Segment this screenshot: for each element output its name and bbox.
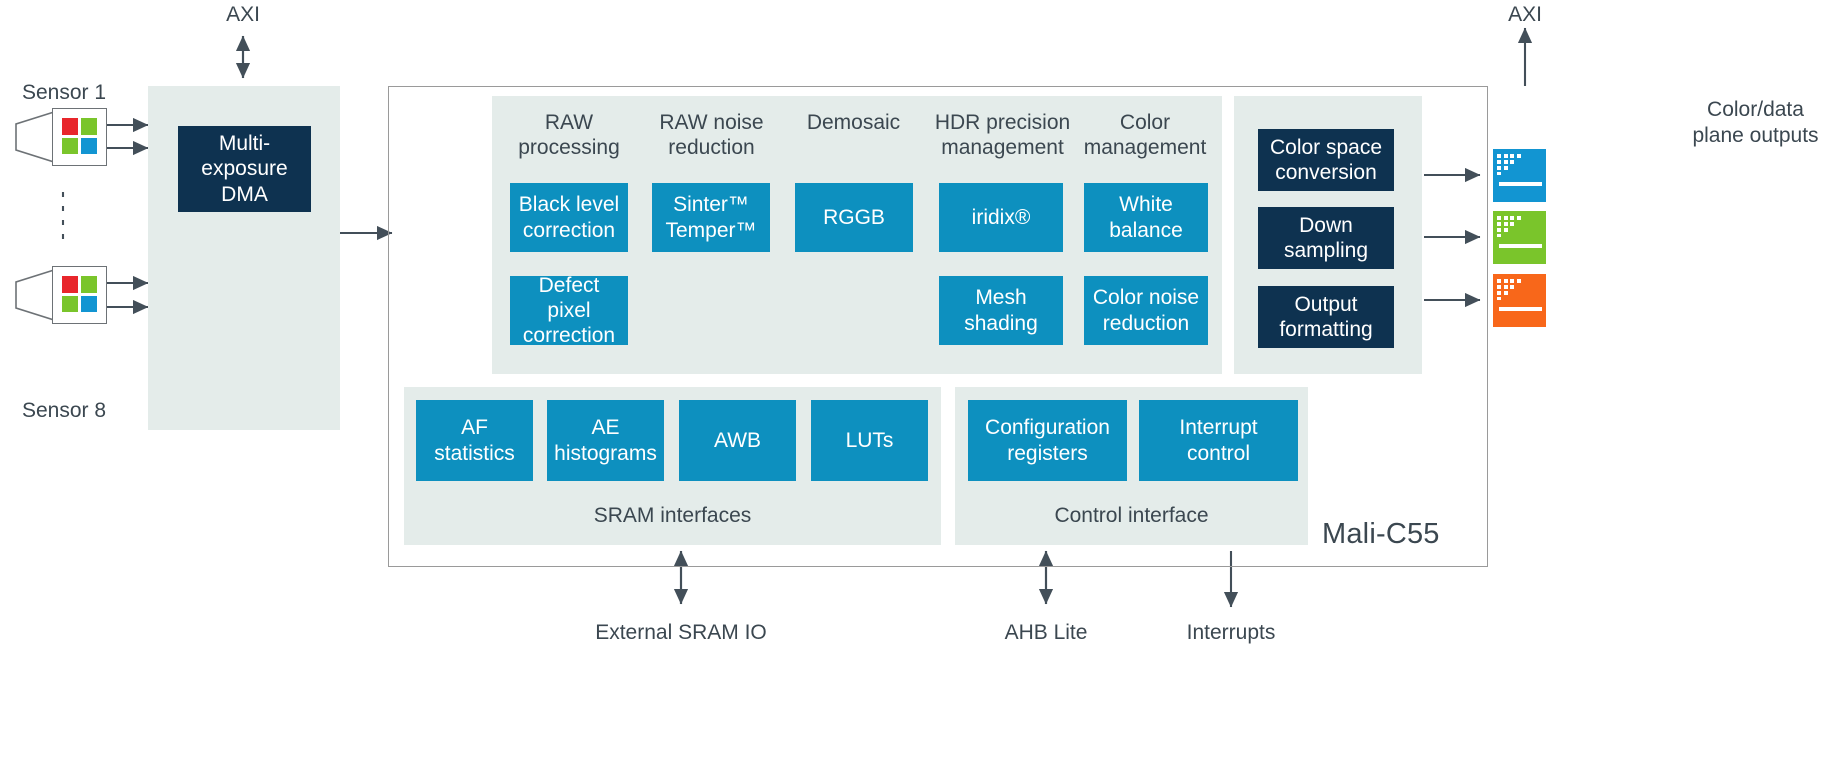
- plane-bar: [1499, 181, 1542, 186]
- sensor-8-bayer-icon: [62, 276, 97, 312]
- sensor-8-body: [52, 266, 107, 324]
- pipeline-col-1-heading: RAW noise reduction: [659, 111, 764, 160]
- bayer-cell-blue: [81, 137, 97, 154]
- defect-pixel-correction-block: Defect pixel correction: [510, 274, 628, 347]
- plane-dots: [1497, 279, 1527, 301]
- bayer-cell-red: [62, 276, 78, 293]
- bayer-cell-green-2: [62, 295, 78, 312]
- color-noise-reduction-block: Color noise reduction: [1084, 276, 1208, 345]
- control-interface-label: Control interface: [1054, 504, 1209, 527]
- interrupt-control-block: Interrupt control: [1139, 400, 1298, 481]
- plane-output-orange-icon: [1493, 274, 1546, 327]
- bayer-cell-green-1: [81, 276, 97, 293]
- color-data-plane-outputs-label: Color/data plane outputs: [1692, 98, 1819, 147]
- color-space-conversion-block: Color space conversion: [1258, 129, 1394, 191]
- bayer-cell-green-1: [81, 118, 97, 135]
- sensor-8-lens-icon: [15, 268, 55, 322]
- axi-left-label: AXI: [226, 3, 260, 26]
- sensor-8-label: Sensor 8: [21, 399, 107, 422]
- sensor-1-lens-icon: [15, 110, 55, 164]
- multi-exposure-dma-block: Multi-exposure DMA: [178, 126, 311, 212]
- interrupts-label: Interrupts: [1186, 621, 1276, 644]
- ae-histograms-block: AE histograms: [547, 400, 664, 481]
- output-formatting-block: Output formatting: [1258, 286, 1394, 348]
- plane-bar: [1499, 306, 1542, 311]
- pipeline-col-4-heading: Color management: [1083, 111, 1207, 160]
- pipeline-col-2-heading: Demosaic: [806, 111, 901, 134]
- sensor-1-label: Sensor 1: [21, 81, 107, 104]
- rggb-block: RGGB: [795, 183, 913, 252]
- axi-right-label: AXI: [1508, 3, 1542, 26]
- plane-dots: [1497, 154, 1527, 176]
- bayer-cell-green-2: [62, 137, 78, 154]
- af-statistics-block: AF statistics: [416, 400, 533, 481]
- sensor-1-bayer-icon: [62, 118, 97, 154]
- bayer-cell-red: [62, 118, 78, 135]
- sinter-temper-block: Sinter™ Temper™: [652, 183, 770, 252]
- sram-interfaces-label: SRAM interfaces: [593, 504, 752, 527]
- bayer-cell-blue: [81, 295, 97, 312]
- mesh-shading-block: Mesh shading: [939, 276, 1063, 345]
- iridix-block: iridix®: [939, 183, 1063, 252]
- awb-block: AWB: [679, 400, 796, 481]
- white-balance-block: White balance: [1084, 183, 1208, 252]
- plane-output-blue-icon: [1493, 149, 1546, 202]
- mali-c55-outline: [388, 86, 1488, 567]
- configuration-registers-block: Configuration registers: [968, 400, 1127, 481]
- black-level-correction-block: Black level correction: [510, 183, 628, 252]
- plane-dots: [1497, 216, 1527, 238]
- plane-bar: [1499, 243, 1542, 248]
- down-sampling-block: Down sampling: [1258, 207, 1394, 269]
- ahb-lite-label: AHB Lite: [1004, 621, 1088, 644]
- sensor-1-body: [52, 108, 107, 166]
- plane-output-green-icon: [1493, 211, 1546, 264]
- pipeline-col-3-heading: HDR precision management: [934, 111, 1071, 160]
- pipeline-col-0-heading: RAW processing: [518, 111, 620, 160]
- external-sram-io-label: External SRAM IO: [595, 621, 767, 644]
- chip-name-label: Mali-C55: [1322, 518, 1440, 550]
- luts-block: LUTs: [811, 400, 928, 481]
